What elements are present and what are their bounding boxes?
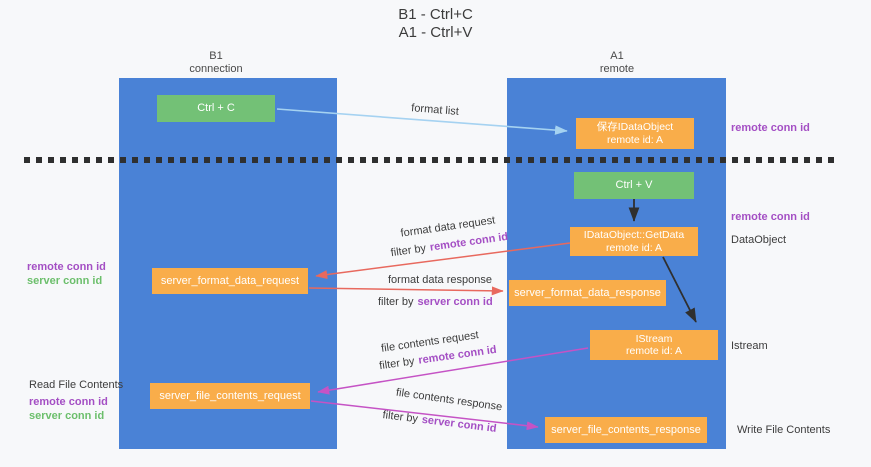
column-a1-name: A1 xyxy=(610,50,624,62)
annotation-write-file-contents: Write File Contents xyxy=(737,424,831,436)
node-server-file-contents-response-label: server_file_contents_response xyxy=(551,423,701,436)
label-format-list: format list xyxy=(410,102,460,118)
node-ctrl-v: Ctrl + V xyxy=(574,172,694,199)
title-line-1: B1 - Ctrl+C xyxy=(398,6,473,23)
title-line-2: A1 - Ctrl+V xyxy=(398,24,473,41)
node-server-file-contents-request-label: server_file_contents_request xyxy=(159,389,301,402)
label-filter-by-text-1: filter by xyxy=(390,242,427,260)
annotation-server-conn-id-left2: server conn id xyxy=(29,410,105,422)
label-filter-by-text-4: filter by xyxy=(381,409,419,426)
column-header-a1: A1 remote xyxy=(547,50,687,76)
node-ctrl-c: Ctrl + C xyxy=(157,95,275,122)
column-header-b1: B1 connection xyxy=(146,50,286,76)
node-istream: IStream remote id: A xyxy=(590,330,718,360)
node-server-format-data-response: server_format_data_response xyxy=(509,280,666,306)
node-server-file-contents-response: server_file_contents_response xyxy=(545,417,707,443)
node-idataobject-getdata-line1: IDataObject::GetData xyxy=(583,229,685,241)
node-save-idataobject-line1: 保存IDataObject xyxy=(596,121,674,133)
arrow-format-data-response xyxy=(308,286,504,296)
label-server-conn-id-inline-2: server conn id xyxy=(421,413,498,435)
annotation-remote-conn-id-mid: remote conn id xyxy=(731,211,810,223)
annotation-dataobject: DataObject xyxy=(731,234,787,246)
node-server-format-data-request: server_format_data_request xyxy=(152,268,308,294)
node-ctrl-v-label: Ctrl + V xyxy=(615,179,653,191)
column-b1-subtitle: connection xyxy=(189,63,243,75)
label-server-conn-id-inline-1: server conn id xyxy=(417,296,493,308)
node-idataobject-getdata: IDataObject::GetData remote id: A xyxy=(570,227,698,256)
annotation-read-file-contents: Read File Contents xyxy=(29,379,124,391)
node-save-idataobject-line2: remote id: A xyxy=(606,133,664,146)
column-a1-subtitle: remote xyxy=(599,63,635,75)
annotation-istream: Istream xyxy=(731,340,768,352)
annotation-remote-conn-id-top: remote conn id xyxy=(731,122,810,134)
column-b1-name: B1 xyxy=(209,50,223,62)
session-separator-dashed-line xyxy=(24,157,834,163)
annotation-remote-conn-id-left2: remote conn id xyxy=(29,396,108,408)
node-istream-line1: IStream xyxy=(635,332,673,345)
label-filter-by-text-3: filter by xyxy=(378,355,416,373)
label-format-data-response: format data response xyxy=(388,274,492,286)
node-ctrl-c-label: Ctrl + C xyxy=(197,102,235,114)
annotation-server-conn-id-left1: server conn id xyxy=(27,275,103,287)
node-istream-line2: remote id: A xyxy=(625,345,683,357)
annotation-remote-conn-id-left1: remote conn id xyxy=(27,261,106,273)
node-idataobject-getdata-line2: remote id: A xyxy=(605,241,663,254)
node-server-format-data-request-label: server_format_data_request xyxy=(160,274,300,287)
label-filter-by-text-2: filter by xyxy=(378,296,414,308)
node-save-idataobject: 保存IDataObject remote id: A xyxy=(576,118,694,149)
diagram-title: B1 - Ctrl+C A1 - Ctrl+V xyxy=(0,6,871,42)
node-server-file-contents-request: server_file_contents_request xyxy=(150,383,310,409)
node-server-format-data-response-label: server_format_data_response xyxy=(514,286,661,299)
